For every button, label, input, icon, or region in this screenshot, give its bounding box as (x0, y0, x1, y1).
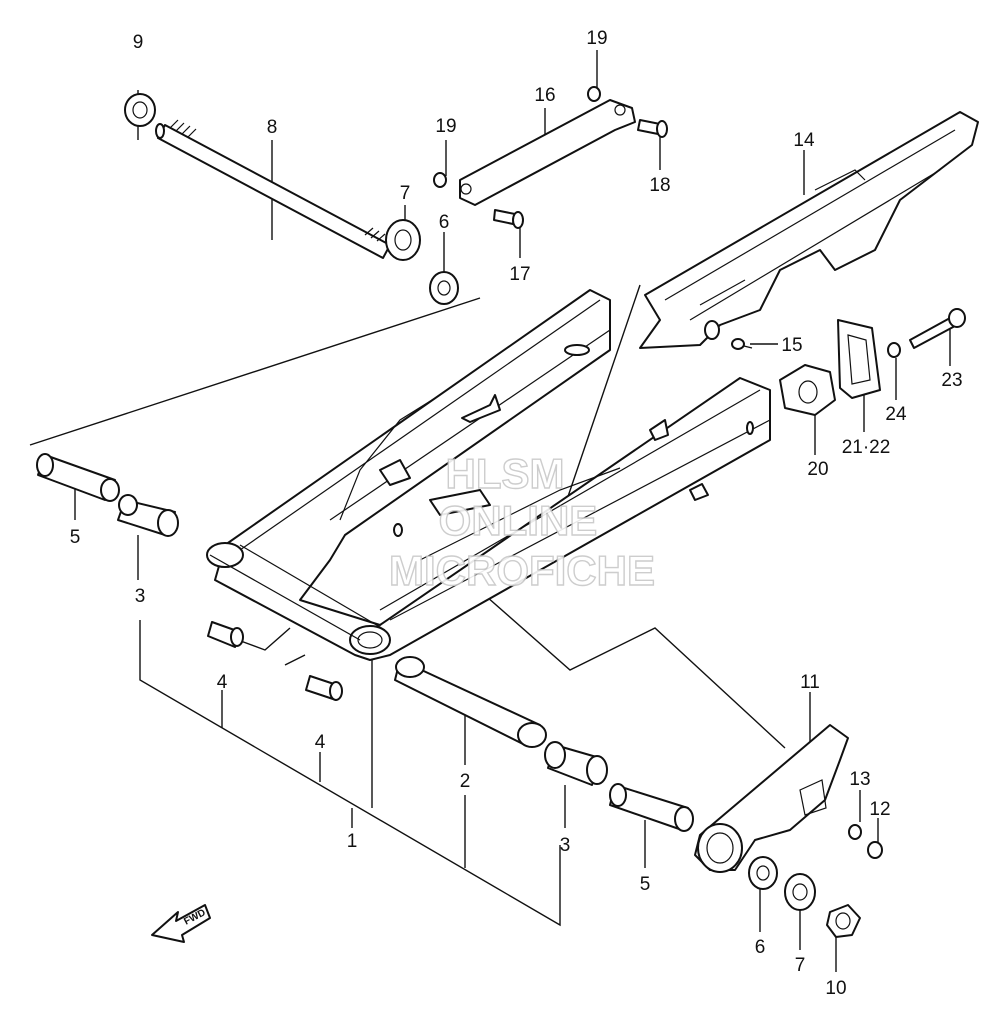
callout-21-22: 21·22 (842, 437, 891, 458)
callout-17: 17 (509, 264, 530, 285)
callout-3b: 3 (560, 835, 571, 856)
callout-7b: 7 (795, 955, 806, 976)
nut-19-left (433, 172, 447, 188)
pivot-collar (394, 656, 547, 748)
bolt-18 (637, 119, 668, 138)
callout-1: 1 (347, 831, 358, 852)
callout-5a: 5 (70, 527, 81, 548)
callout-13: 13 (849, 769, 870, 790)
callout-5b: 5 (640, 874, 651, 895)
callout-7a: 7 (400, 183, 411, 204)
callout-4a: 4 (217, 672, 228, 693)
forward-direction-arrow: FWD (151, 904, 211, 943)
callout-14: 14 (793, 130, 815, 151)
needle-bearing-left (117, 494, 179, 537)
callout-20: 20 (807, 459, 828, 480)
callout-4b: 4 (315, 732, 326, 753)
nut-19-right (587, 86, 601, 102)
callout-12: 12 (869, 799, 890, 820)
callout-labels: 1 2 3 3 4 4 5 5 6 6 7 7 8 9 10 11 12 13 … (70, 28, 963, 999)
dust-seal-upper (385, 219, 421, 261)
callout-19a: 19 (435, 116, 456, 137)
callout-2: 2 (460, 771, 471, 792)
bolt-23 (909, 308, 966, 349)
callout-6b: 6 (755, 937, 766, 958)
spacer-left (36, 453, 120, 502)
washer-9 (124, 93, 156, 127)
swingarm-body (206, 289, 771, 661)
needle-bearing-right (544, 741, 608, 786)
chain-case (639, 111, 979, 349)
callout-9: 9 (133, 32, 144, 53)
callout-8: 8 (267, 117, 278, 138)
bolt-12 (867, 841, 883, 859)
washer-6-lower (748, 856, 778, 890)
pivot-shaft (155, 119, 391, 259)
callout-11: 11 (800, 672, 820, 693)
washer-24 (887, 342, 901, 358)
bolt-17 (493, 209, 524, 229)
watermark-line-2: ONLINE (439, 497, 598, 544)
screw-15 (731, 338, 753, 350)
nut-13 (848, 824, 862, 840)
callout-19b: 19 (586, 28, 607, 49)
callout-18: 18 (649, 175, 670, 196)
guide-21-22 (837, 319, 881, 399)
bearing-4-lower (305, 675, 343, 701)
bracket-20 (779, 364, 836, 416)
callout-10: 10 (825, 978, 846, 999)
dust-seal-lower (784, 873, 816, 911)
watermark: HLSM ONLINE MICROFICHE (388, 449, 655, 594)
chain-slider-11 (694, 724, 849, 873)
spacer-right (609, 783, 694, 832)
callout-6a: 6 (439, 212, 450, 233)
callout-16: 16 (534, 85, 555, 106)
bearing-4-upper (207, 621, 244, 648)
callout-15: 15 (781, 335, 802, 356)
brake-torque-rod (459, 99, 636, 206)
watermark-line-1: HLSM (446, 450, 565, 497)
callout-23: 23 (941, 370, 962, 391)
callout-3a: 3 (135, 586, 146, 607)
washer-6-upper (429, 271, 459, 305)
nut-10 (826, 904, 861, 938)
callout-24: 24 (885, 404, 907, 425)
watermark-line-3: MICROFICHE (389, 547, 655, 594)
